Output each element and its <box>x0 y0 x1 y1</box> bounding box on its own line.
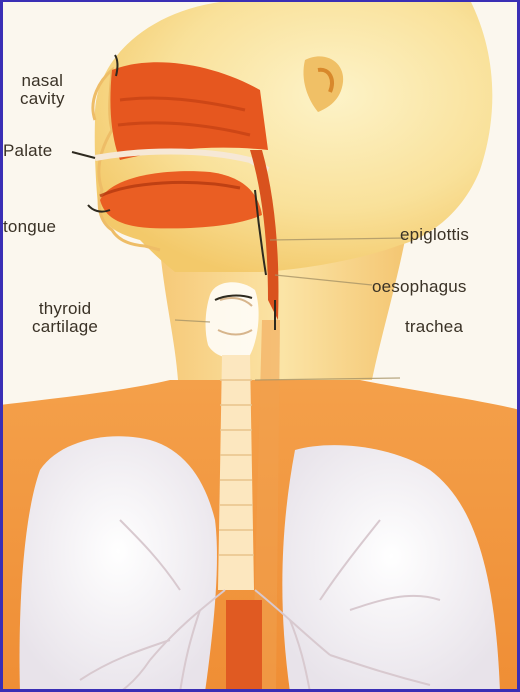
frame-top <box>0 0 520 2</box>
epiglottis-label: epiglottis <box>400 226 469 244</box>
palate-label: Palate <box>3 142 52 160</box>
trachea-label: trachea <box>405 318 463 336</box>
nasal-cavity-label: nasal cavity <box>20 72 65 108</box>
oesophagus-label: oesophagus <box>372 278 467 296</box>
tongue-label: tongue <box>3 218 56 236</box>
thyroid-cartilage-label: thyroid cartilage <box>32 300 98 336</box>
larynx-shape <box>206 282 259 358</box>
frame-left <box>0 0 3 692</box>
oesophagus-lower <box>226 600 262 692</box>
